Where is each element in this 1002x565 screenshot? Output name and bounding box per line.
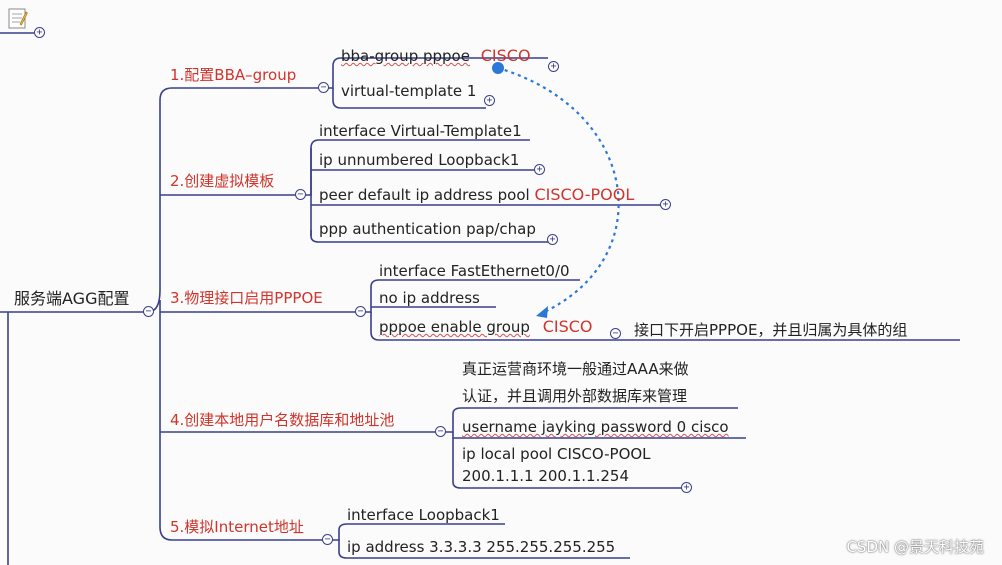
collapse-icon[interactable]: − xyxy=(318,82,329,93)
expand-icon[interactable]: + xyxy=(660,199,671,210)
expand-icon[interactable]: + xyxy=(548,61,559,72)
branch-2-item-4: ppp authentication pap/chap xyxy=(319,220,536,238)
collapse-icon[interactable]: − xyxy=(295,189,306,200)
collapse-icon[interactable]: − xyxy=(143,306,154,317)
branch-4-item-2: username jayking password 0 cisco xyxy=(462,418,729,436)
notepad-icon xyxy=(8,8,28,29)
branch-3-label: 3.物理接口启用PPPOE xyxy=(170,289,323,307)
branch-3-item-3: pppoe enable group CISCO xyxy=(379,317,593,337)
expand-icon[interactable]: + xyxy=(534,164,545,175)
expand-icon[interactable]: + xyxy=(34,27,45,38)
branch-5-item-1: interface Loopback1 xyxy=(347,506,500,524)
branch-4-note-line-1: 真正运营商环境一般通过AAA来做 xyxy=(462,360,689,378)
branch-2-item-1: interface Virtual-Template1 xyxy=(319,122,522,140)
branch-3-item-2: no ip address xyxy=(379,289,480,307)
collapse-icon[interactable]: − xyxy=(322,534,333,545)
branch-5-label: 5.模拟Internet地址 xyxy=(170,518,304,536)
branch-4-note-line-2: 认证，并且调用外部数据库来管理 xyxy=(462,387,688,405)
expand-icon[interactable]: + xyxy=(681,482,692,493)
branch-3-item-1: interface FastEthernet0/0 xyxy=(379,262,570,280)
branch-4-label: 4.创建本地用户名数据库和地址池 xyxy=(170,411,395,429)
branch-3-note: 接口下开启PPPOE，并且归属为具体的组 xyxy=(634,321,908,339)
branch-4-item-3-line-2: 200.1.1.1 200.1.1.254 xyxy=(462,467,629,485)
branch-2-label: 2.创建虚拟模板 xyxy=(170,172,275,190)
collapse-icon[interactable]: − xyxy=(435,426,446,437)
branch-2-item-3: peer default ip address pool CISCO-POOL xyxy=(319,185,635,205)
expand-icon[interactable]: + xyxy=(484,95,495,106)
root-node: 服务端AGG配置 xyxy=(14,289,130,308)
branch-1-item-1: bba-group pppoe CISCO xyxy=(341,46,531,66)
branch-1-label: 1.配置BBA–group xyxy=(170,66,297,84)
collapse-icon[interactable]: − xyxy=(355,306,366,317)
collapse-icon[interactable]: − xyxy=(610,328,621,339)
branch-2-item-2: ip unnumbered Loopback1 xyxy=(319,151,520,169)
branch-4-item-3-line-1: ip local pool CISCO-POOL xyxy=(462,445,651,463)
watermark: CSDN @景天科技苑 xyxy=(846,538,984,556)
branch-5-item-2: ip address 3.3.3.3 255.255.255.255 xyxy=(347,538,616,556)
expand-icon[interactable]: + xyxy=(547,234,558,245)
branch-1-item-2: virtual-template 1 xyxy=(341,82,477,100)
